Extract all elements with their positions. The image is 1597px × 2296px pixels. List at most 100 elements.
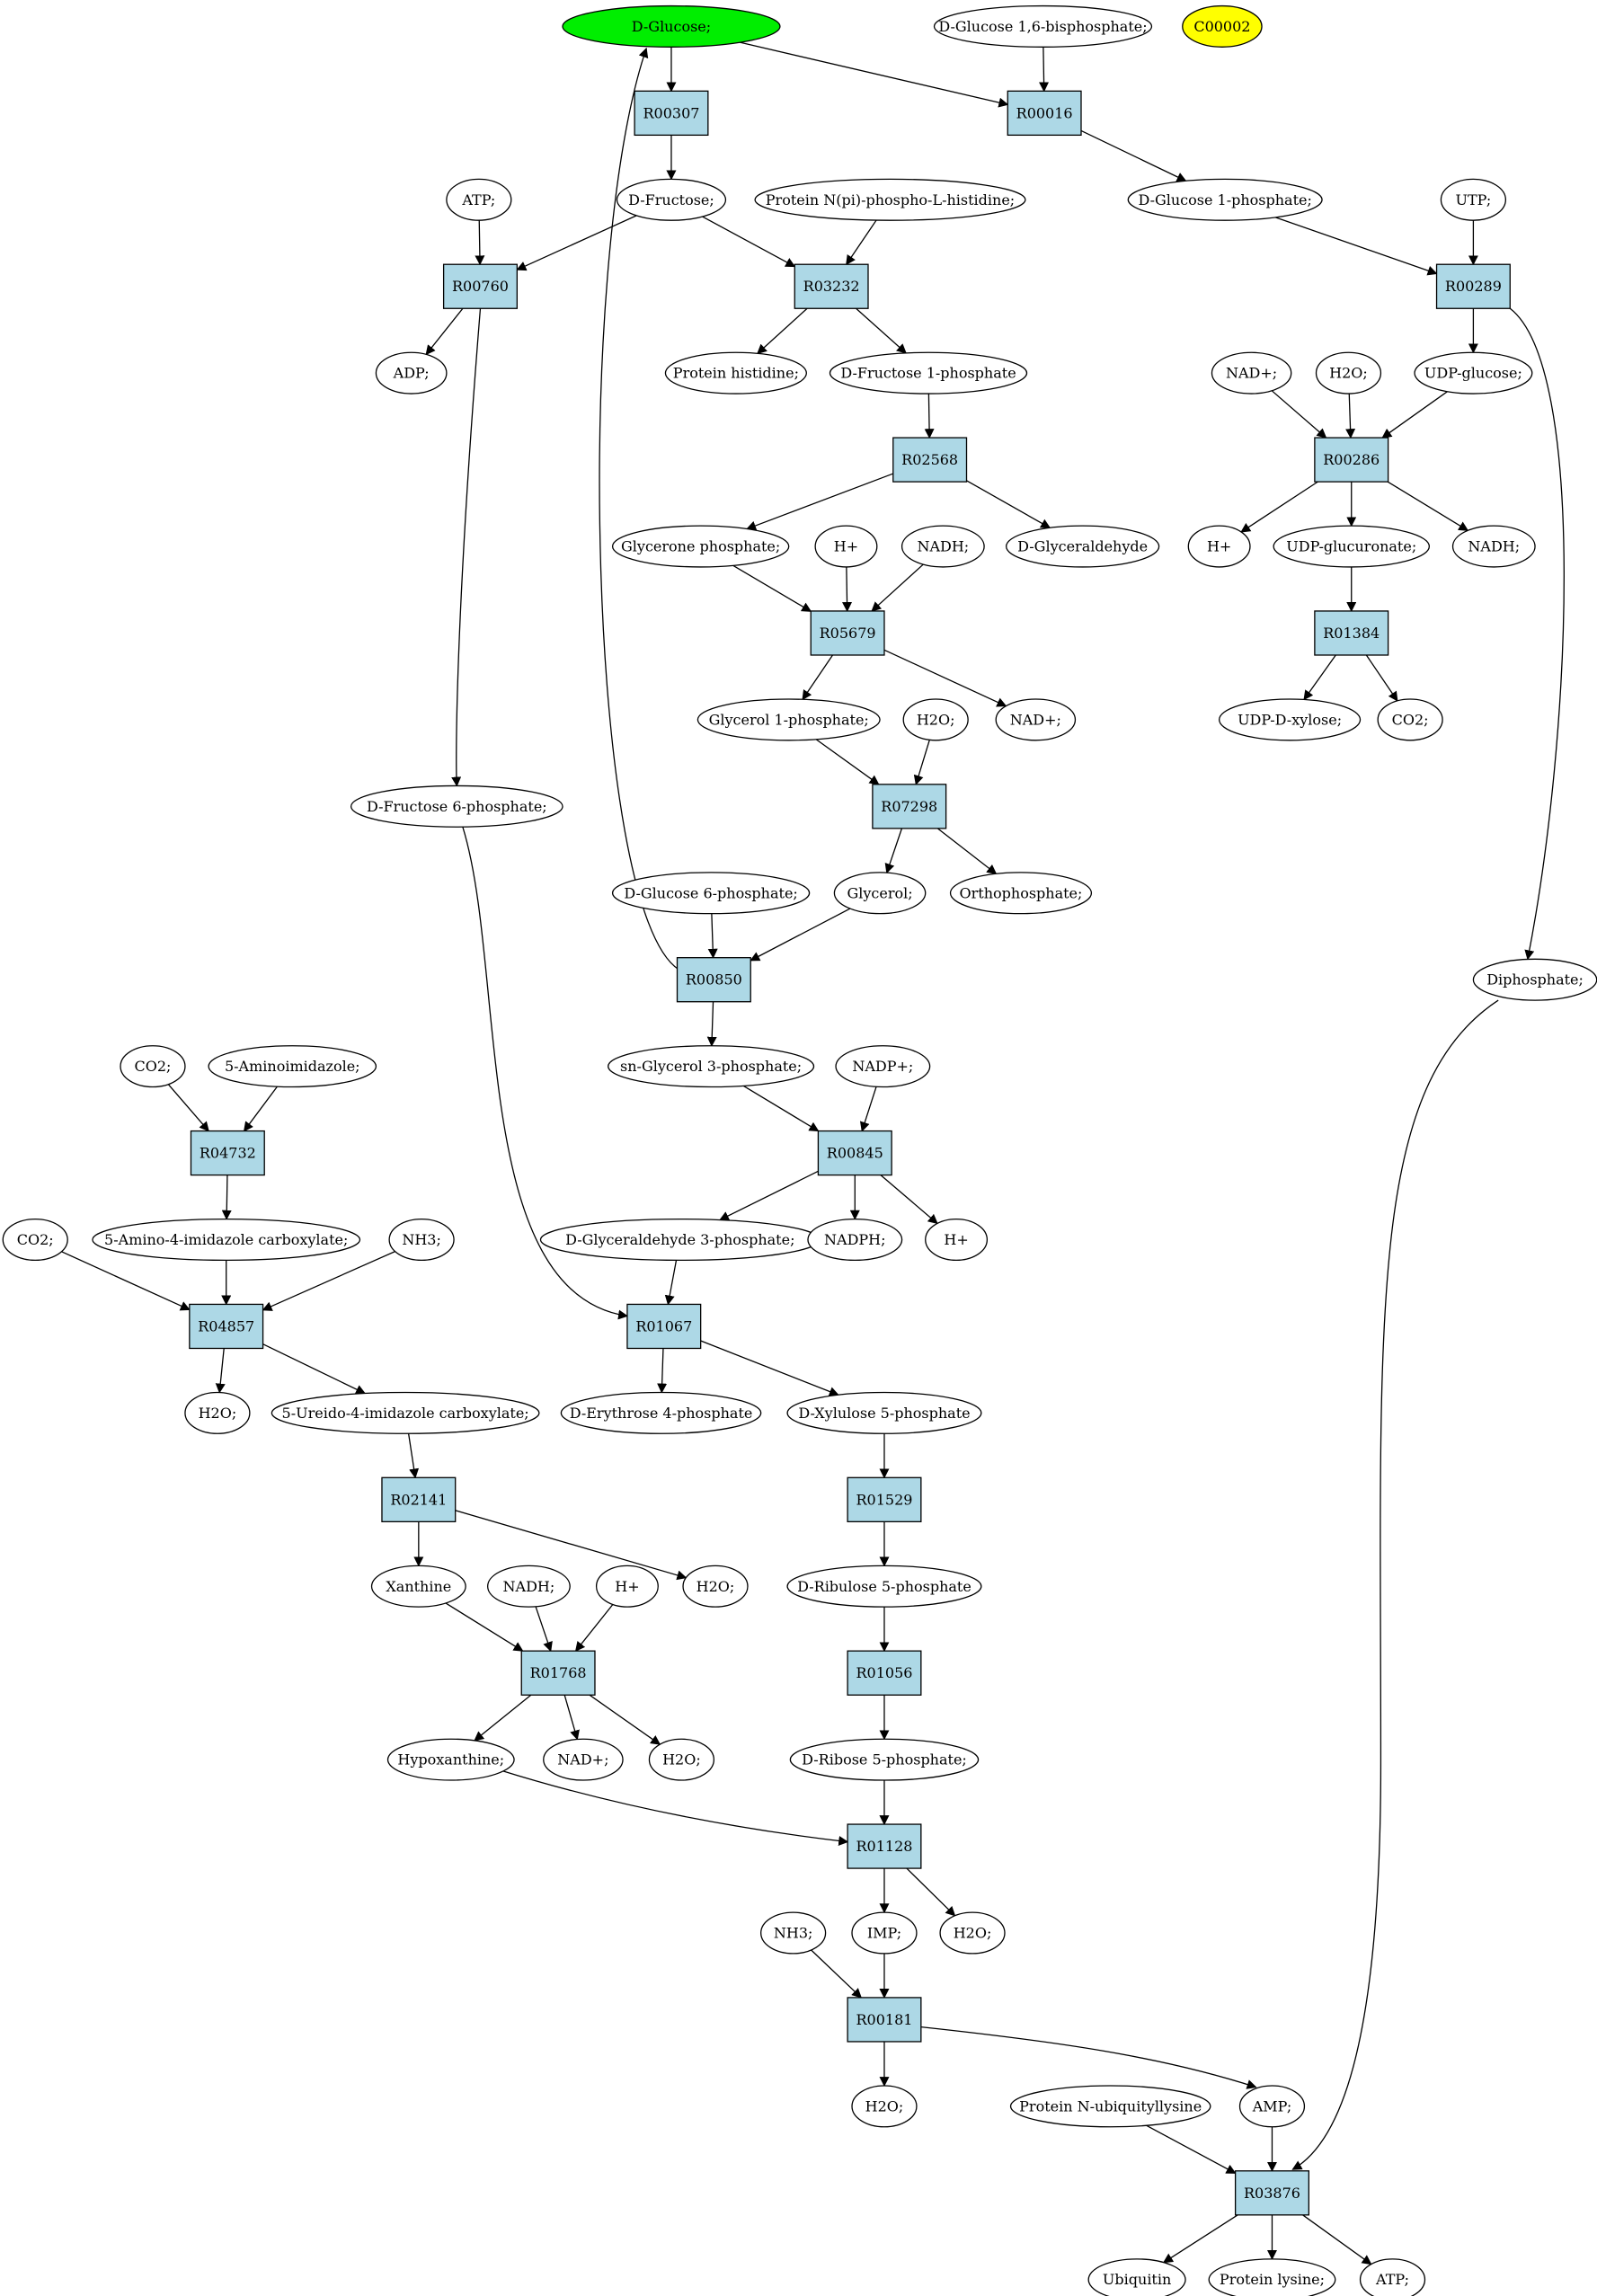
compound-node-c-f1p[interactable]: D-Fructose 1-phosphate: [829, 351, 1028, 394]
node-label: Hypoxanthine;: [397, 1751, 504, 1769]
compound-node-c-r5p[interactable]: D-Ribose 5-phosphate;: [789, 1738, 980, 1781]
compound-node-c-nadp[interactable]: NADP+;: [835, 1045, 931, 1088]
compound-node-c-h2o6[interactable]: H2O;: [939, 1911, 1006, 1955]
reaction-node-r01384[interactable]: R01384: [1314, 610, 1389, 656]
compound-node-c-glyald[interactable]: D-Glyceraldehyde: [1005, 525, 1160, 568]
compound-node-c-co2a[interactable]: CO2;: [1377, 698, 1443, 741]
compound-node-c-h2o7[interactable]: H2O;: [851, 2085, 918, 2128]
compound-node-c-ru5p[interactable]: D-Ribulose 5-phosphate: [786, 1565, 982, 1608]
reaction-node-r02568[interactable]: R02568: [892, 437, 968, 483]
compound-node-c-nad2[interactable]: NAD+;: [995, 698, 1077, 741]
compound-node-c-nh3a[interactable]: NH3;: [388, 1218, 455, 1262]
compound-node-c-nad1[interactable]: NAD+;: [1211, 351, 1292, 394]
reaction-node-r00307[interactable]: R00307: [634, 90, 709, 137]
node-label: H2O;: [865, 2097, 904, 2114]
compound-node-c-gap[interactable]: D-Glyceraldehyde 3-phosphate;: [539, 1218, 821, 1262]
compound-node-c-diph[interactable]: Diphosphate;: [1472, 958, 1597, 1001]
compound-node-c-imp[interactable]: IMP;: [851, 1911, 918, 1955]
compound-node-c-h2o5[interactable]: H2O;: [648, 1738, 715, 1781]
compound-node-c-nadh1[interactable]: NADH;: [901, 525, 985, 568]
reaction-node-r00016[interactable]: R00016: [1007, 90, 1082, 137]
compound-node-c-udpxyl[interactable]: UDP-D-xylose;: [1218, 698, 1362, 741]
compound-node-c-5ai[interactable]: 5-Aminoimidazole;: [208, 1045, 377, 1088]
compound-node-c-protub[interactable]: Protein N-ubiquityllysine: [1009, 2085, 1211, 2128]
compound-node-c-glucose[interactable]: D-Glucose;: [562, 4, 781, 48]
compound-node-c-udpglcur[interactable]: UDP-glucuronate;: [1273, 525, 1431, 568]
compound-node-c-g6p[interactable]: D-Glucose 6-phosphate;: [611, 872, 811, 915]
node-label: R02141: [390, 1491, 447, 1508]
reaction-node-r01529[interactable]: R01529: [847, 1476, 922, 1522]
compound-node-c-glycerol[interactable]: Glycerol;: [833, 872, 927, 915]
compound-node-c-hypox[interactable]: Hypoxanthine;: [386, 1738, 515, 1781]
compound-node-c-protnpi[interactable]: Protein N(pi)-phospho-L-histidine;: [754, 178, 1026, 221]
compound-node-c-5a4ic[interactable]: 5-Amino-4-imidazole carboxylate;: [92, 1218, 361, 1262]
node-label: NAD+;: [557, 1751, 608, 1769]
reaction-node-r00286[interactable]: R00286: [1314, 437, 1389, 483]
reaction-node-r00845[interactable]: R00845: [817, 1130, 892, 1176]
reaction-node-r03876[interactable]: R03876: [1234, 2170, 1309, 2216]
compound-node-c-nadh2[interactable]: NADH;: [1451, 525, 1536, 568]
edge-R07298-to-c_glycerol: [884, 828, 903, 874]
compound-node-c-h3[interactable]: H+: [925, 1218, 989, 1262]
compound-node-c-h4[interactable]: H+: [595, 1565, 659, 1608]
reaction-node-r04857[interactable]: R04857: [189, 1303, 264, 1350]
reaction-node-r02141[interactable]: R02141: [381, 1476, 457, 1522]
compound-node-c-xu5p[interactable]: D-Xylulose 5-phosphate: [786, 1391, 982, 1434]
compound-ellipse: [901, 525, 985, 568]
compound-node-c-g16bp[interactable]: D-Glucose 1,6-bisphosphate;: [933, 4, 1153, 48]
compound-node-c-co2c[interactable]: CO2;: [2, 1218, 68, 1262]
edge-c_nh3a-to-R04857: [262, 1251, 395, 1311]
compound-node-c-utp[interactable]: UTP;: [1440, 178, 1507, 221]
compound-node-c-h2o1[interactable]: H2O;: [1315, 351, 1382, 394]
compound-node-c-nadph[interactable]: NADPH;: [807, 1218, 903, 1262]
reaction-node-r00181[interactable]: R00181: [847, 1997, 922, 2043]
compound-node-c-gly1p[interactable]: Glycerol 1-phosphate;: [696, 698, 881, 741]
compound-node-c-f6p[interactable]: D-Fructose 6-phosphate;: [350, 785, 563, 828]
compound-node-c-atp1[interactable]: ATP;: [446, 178, 512, 221]
compound-node-c-gnp[interactable]: Glycerone phosphate;: [611, 525, 790, 568]
reaction-node-r00760[interactable]: R00760: [442, 263, 518, 309]
compound-node-c-udpglc[interactable]: UDP-glucose;: [1414, 351, 1533, 394]
compound-node-c-atp2[interactable]: ATP;: [1359, 2258, 1426, 2296]
compound-node-c-prothis[interactable]: Protein histidine;: [664, 351, 807, 394]
compound-node-c-nadh3[interactable]: NADH;: [487, 1565, 571, 1608]
compound-node-c-adp[interactable]: ADP;: [375, 351, 448, 394]
compound-node-c-nad3[interactable]: NAD+;: [543, 1738, 624, 1781]
compound-node-c00002[interactable]: C00002: [1182, 4, 1263, 48]
node-label: ATP;: [461, 191, 495, 208]
reaction-node-r04732[interactable]: R04732: [190, 1130, 265, 1176]
compound-node-c-ortho[interactable]: Orthophosphate;: [949, 872, 1093, 915]
reaction-node-r01768[interactable]: R01768: [520, 1650, 596, 1696]
compound-node-c-fructose[interactable]: D-Fructose;: [616, 178, 727, 221]
reaction-node-r01067[interactable]: R01067: [626, 1303, 702, 1350]
compound-node-c-sng3p[interactable]: sn-Glycerol 3-phosphate;: [608, 1045, 815, 1088]
reaction-node-r00850[interactable]: R00850: [676, 957, 751, 1003]
reaction-node-r03232[interactable]: R03232: [794, 263, 869, 309]
reaction-node-r05679[interactable]: R05679: [810, 610, 885, 656]
compound-node-c-nh3b[interactable]: NH3;: [760, 1911, 827, 1955]
compound-node-c-co2b[interactable]: CO2;: [120, 1045, 186, 1088]
reaction-node-r01056[interactable]: R01056: [847, 1650, 922, 1696]
compound-node-c-protlys[interactable]: Protein lysine;: [1208, 2258, 1336, 2296]
compound-node-c-xanthine[interactable]: Xanthine: [370, 1565, 466, 1608]
compound-node-c-ubiq[interactable]: Ubiquitin: [1087, 2258, 1186, 2296]
reaction-node-r01128[interactable]: R01128: [847, 1823, 922, 1869]
compound-ellipse: [829, 351, 1028, 394]
edge-R07298-to-c_ortho: [936, 828, 998, 875]
edge-c_co2b-to-R04732: [167, 1084, 209, 1132]
compound-node-c-amp[interactable]: AMP;: [1238, 2085, 1306, 2128]
compound-ellipse: [375, 351, 448, 394]
compound-node-c-e4p[interactable]: D-Erythrose 4-phosphate: [560, 1391, 762, 1434]
reaction-node-r07298[interactable]: R07298: [872, 784, 947, 829]
reaction-node-r00289[interactable]: R00289: [1435, 263, 1511, 309]
compound-node-c-h2o2[interactable]: H2O;: [902, 698, 969, 741]
compound-node-c-5u4ic[interactable]: 5-Ureido-4-imidazole carboxylate;: [271, 1391, 540, 1434]
edge-c_nadp-to-R00845: [859, 1086, 877, 1132]
compound-node-c-h1[interactable]: H+: [814, 525, 878, 568]
compound-node-c-h2o4[interactable]: H2O;: [682, 1565, 749, 1608]
compound-node-c-h2o3[interactable]: H2O;: [184, 1391, 251, 1434]
compound-node-c-g1p[interactable]: D-Glucose 1-phosphate;: [1127, 178, 1323, 221]
compound-ellipse: [835, 1045, 931, 1088]
reaction-box: [1314, 610, 1389, 656]
compound-node-c-h2[interactable]: H+: [1187, 525, 1251, 568]
